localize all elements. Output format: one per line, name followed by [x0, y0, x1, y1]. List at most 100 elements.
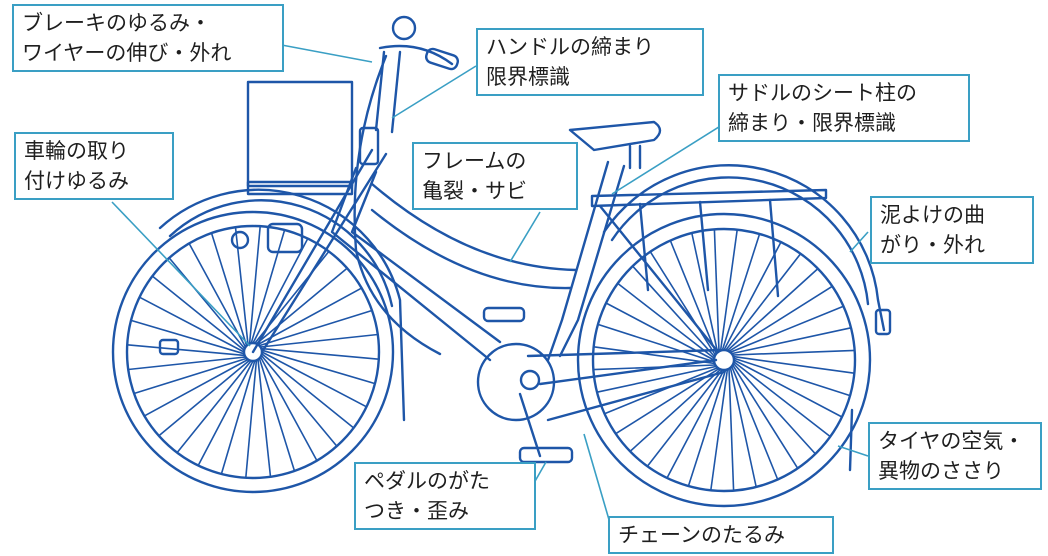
rear-spoke [728, 285, 833, 352]
label-chain-line1: チェーンのたるみ [618, 523, 785, 547]
rear-spoke [725, 253, 802, 351]
label-chain: チェーンのたるみ [608, 516, 834, 554]
seat-stay [598, 204, 720, 354]
front-spoke [259, 309, 373, 347]
rear-spoke [733, 359, 843, 418]
front-basket [246, 80, 354, 188]
pedal-lower [518, 446, 574, 464]
kickstand [848, 408, 854, 472]
label-tire-line1: タイヤの空気・ [878, 429, 1025, 453]
leader-wheel [111, 201, 251, 347]
rear-spoke [726, 268, 819, 352]
rear-spoke [733, 357, 851, 397]
rear-spoke [649, 251, 716, 356]
label-pedal-line2: つき・歪み [364, 499, 469, 523]
rear-fender [602, 164, 886, 332]
rear-spoke [615, 368, 720, 435]
leader-chain [583, 433, 613, 531]
front-spoke [133, 357, 247, 395]
chain-lower [546, 370, 726, 422]
rear-spoke [732, 349, 855, 356]
rear-spoke [617, 282, 715, 359]
leader-fender [849, 231, 869, 253]
label-tire-line2: 異物のささり [878, 459, 1004, 483]
front-spoke [144, 358, 249, 417]
front-spoke [261, 349, 376, 385]
label-brake-line2: ワイヤーの伸び・外れ [22, 41, 232, 65]
label-frame: フレームの 亀裂・サビ [412, 142, 578, 210]
front-spoke [257, 359, 272, 477]
label-handle: ハンドルの締まり 限界標識 [476, 28, 704, 96]
label-brake-line1: ブレーキのゆるみ・ [22, 11, 211, 35]
rear-spoke [730, 305, 844, 354]
pedal-upper [482, 306, 526, 323]
front-spoke [259, 356, 318, 461]
rear-spoke [646, 369, 723, 467]
brake-cable [353, 54, 442, 356]
leader-frame [509, 211, 541, 263]
rear-spoke [604, 366, 718, 415]
front-wheel-spokes [127, 226, 379, 478]
label-handle-line1: ハンドルの締まり [486, 35, 654, 59]
rear-spoke [721, 233, 761, 351]
rear-tire-inner [591, 227, 857, 493]
handlebar [378, 44, 454, 66]
front-spoke [261, 353, 355, 429]
rear-spoke [597, 323, 715, 363]
label-wheel-line2: 付けゆるみ [24, 169, 129, 193]
front-spoke [139, 296, 245, 353]
label-saddle-line2: 締まり・限界標識 [728, 111, 896, 135]
front-spoke [197, 360, 254, 466]
rear-spoke [733, 361, 831, 438]
rear-spoke [733, 355, 855, 374]
label-wheel: 車輪の取り 付けゆるみ [14, 132, 174, 200]
front-tire-inner [125, 224, 381, 480]
front-spoke [210, 232, 248, 346]
rear-spoke [629, 368, 722, 452]
label-pedal: ペダルのがた つき・歪み [354, 462, 536, 530]
front-spoke [220, 360, 256, 475]
label-wheel-line1: 車輪の取り [24, 139, 129, 163]
leader-tire [837, 445, 869, 457]
label-frame-line2: 亀裂・サビ [422, 179, 527, 203]
rear-spoke [729, 367, 757, 488]
front-spoke [127, 344, 245, 357]
front-spoke [257, 287, 362, 346]
rear-tire-outer [576, 212, 872, 508]
rear-spoke [691, 232, 719, 353]
front-spoke [250, 229, 286, 344]
rear-spoke [731, 327, 852, 355]
saddle-spring [628, 144, 642, 170]
front-spoke [252, 238, 309, 344]
label-fender-line1: 泥よけの曲 [880, 203, 985, 227]
front-tire-outer [111, 210, 395, 494]
front-spoke [188, 243, 247, 348]
front-spoke [158, 359, 251, 437]
front-spoke [130, 319, 245, 355]
seat-tube [546, 160, 610, 362]
front-spoke [255, 267, 348, 345]
front-spoke [176, 360, 252, 454]
rear-spoke [732, 362, 816, 455]
label-fender: 泥よけの曲 がり・外れ [870, 196, 1034, 264]
front-spoke [261, 351, 367, 408]
crank-arm [518, 392, 542, 458]
rear-spoke [687, 369, 727, 487]
front-spoke [260, 333, 378, 348]
label-frame-line1: フレームの [422, 149, 527, 173]
rear-spoke [723, 241, 782, 351]
label-handle-line2: 限界標識 [486, 65, 570, 89]
rear-carrier [590, 188, 828, 208]
label-pedal-line1: ペダルのがた [364, 469, 490, 493]
label-tire: タイヤの空気・ 異物のささり [868, 422, 1042, 490]
saddle [568, 120, 662, 152]
lamp [266, 222, 304, 254]
bell [391, 15, 417, 41]
rear-wheel-spokes [593, 229, 855, 491]
label-saddle-line1: サドルのシート柱の [728, 81, 917, 105]
rear-spoke [666, 369, 725, 479]
front-spoke [248, 226, 261, 344]
front-spoke [261, 347, 379, 360]
